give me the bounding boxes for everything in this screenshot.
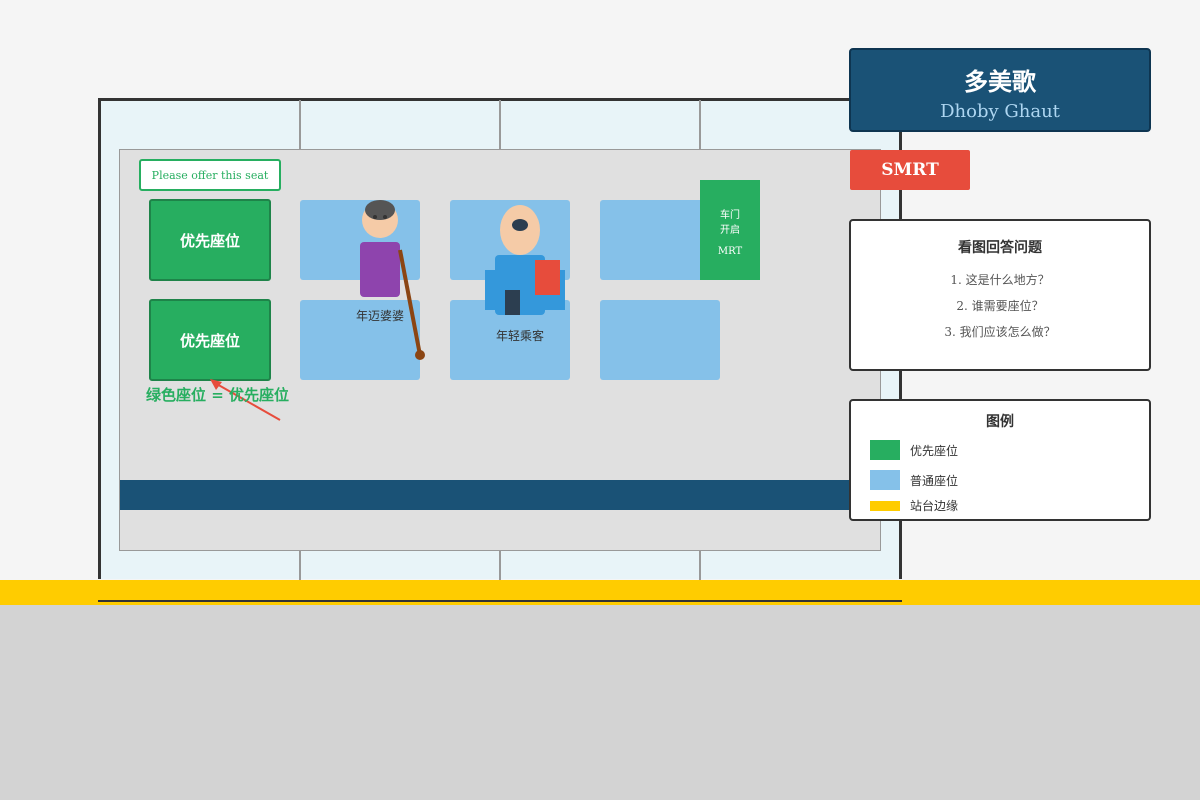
legend-swatch-platform-edge	[870, 500, 900, 511]
window-divider	[299, 550, 301, 580]
door-panel-line: 开启	[720, 225, 740, 236]
door-open-panel: 车门 开启 MRT	[700, 180, 760, 280]
elderly-hair	[365, 200, 395, 220]
priority-seat-note: 绿色座位 = 优先座位	[146, 386, 290, 404]
question-item: 1. 这是什么地方？	[950, 273, 1050, 287]
questions-panel: 看图回答问题 1. 这是什么地方？ 2. 谁需要座位？ 3. 我们应该怎么做？	[849, 219, 1151, 371]
legend-panel: 图例 优先座位 普通座位 站台边缘	[849, 399, 1151, 521]
young-phone	[505, 290, 520, 315]
window-divider	[499, 550, 501, 580]
legend-title: 图例	[986, 414, 1014, 430]
legend-swatch-regular	[870, 470, 900, 490]
regular-seat	[600, 300, 720, 380]
legend-label: 普通座位	[910, 473, 959, 488]
young-face-detail	[512, 219, 528, 231]
elderly-eye	[383, 215, 387, 219]
priority-seat: 优先座位	[149, 199, 271, 281]
legend-item: 站台边缘	[870, 497, 958, 514]
window-divider	[699, 550, 701, 580]
legend-item: 普通座位	[870, 470, 958, 490]
cane-tip	[415, 350, 425, 360]
legend-swatch-priority	[870, 440, 900, 460]
elderly-eye	[373, 215, 377, 219]
priority-seat: 优先座位	[149, 299, 271, 381]
young-bag	[535, 260, 560, 295]
platform-edge-line	[98, 600, 902, 602]
station-sign: 多美歌 Dhoby Ghaut	[849, 48, 1151, 132]
regular-seat	[300, 300, 420, 380]
cabin-floor-strip	[120, 480, 880, 510]
young-passenger-label: 年轻乘客	[495, 329, 544, 343]
question-item: 2. 谁需要座位？	[956, 299, 1044, 313]
arrow-line	[214, 382, 281, 421]
door-panel-mrt: MRT	[717, 246, 743, 257]
door-panel-line: 车门	[720, 210, 740, 221]
arrow-head	[210, 379, 222, 390]
questions-title: 看图回答问题	[958, 240, 1042, 256]
station-name-cn: 多美歌	[964, 67, 1036, 96]
platform-floor	[0, 605, 1200, 800]
walking-cane	[398, 249, 422, 356]
window-divider	[699, 100, 701, 150]
young-passenger-figure	[485, 205, 565, 315]
legend-label: 站台边缘	[910, 499, 959, 513]
elderly-body	[360, 242, 400, 297]
legend-item: 优先座位	[870, 440, 958, 460]
offer-seat-sign: Please offer this seat	[139, 159, 281, 191]
smrt-badge: SMRT	[850, 150, 970, 190]
question-item: 3. 我们应该怎么做？	[944, 325, 1056, 339]
station-name-en: Dhoby Ghaut	[940, 101, 1060, 122]
window-divider	[499, 100, 501, 150]
elderly-label: 年迈婆婆	[355, 309, 404, 323]
elderly-woman-figure	[360, 200, 425, 360]
priority-arrow	[210, 379, 281, 421]
legend-label: 优先座位	[910, 443, 959, 458]
window-divider	[299, 100, 301, 150]
